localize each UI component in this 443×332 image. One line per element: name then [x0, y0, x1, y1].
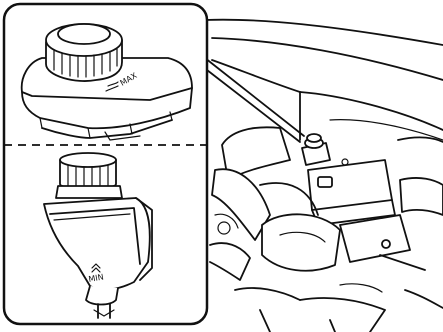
engine-bay-illustration — [205, 20, 443, 332]
